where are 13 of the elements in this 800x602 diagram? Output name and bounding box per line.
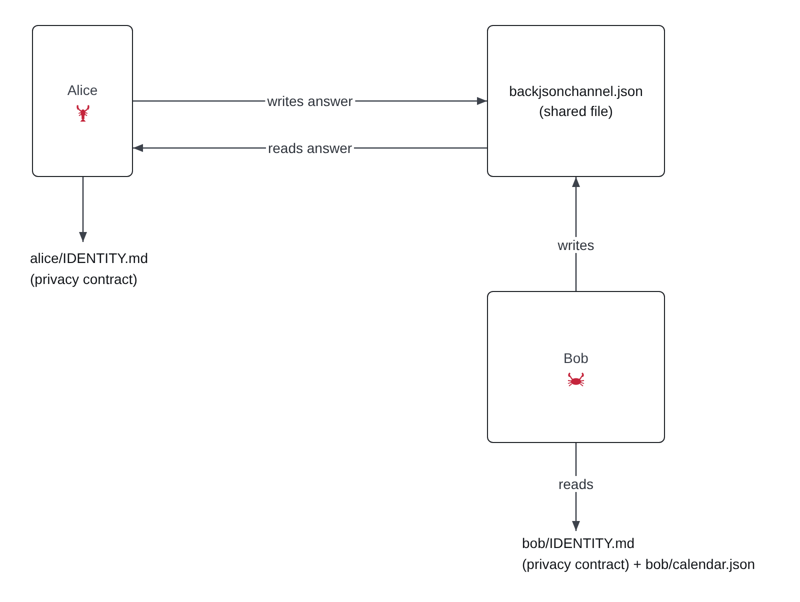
edge-label: writes answer: [265, 93, 355, 109]
edge-label: writes: [556, 237, 596, 254]
edge-label: reads answer: [266, 140, 354, 156]
file-box: [487, 25, 665, 177]
agent-box: [487, 291, 665, 443]
file-note: bob/IDENTITY.md (privacy contract) + bob/calendar.json: [522, 533, 794, 575]
edge-label: reads: [556, 476, 596, 492]
node-label: backjsonchannel.json (shared file): [509, 82, 643, 121]
node-label: Bob: [564, 348, 588, 368]
node-label: Alice: [67, 81, 98, 100]
arrow: [79, 177, 87, 242]
agent-box: [32, 25, 133, 177]
file-note: alice/IDENTITY.md (privacy contract): [30, 248, 200, 290]
